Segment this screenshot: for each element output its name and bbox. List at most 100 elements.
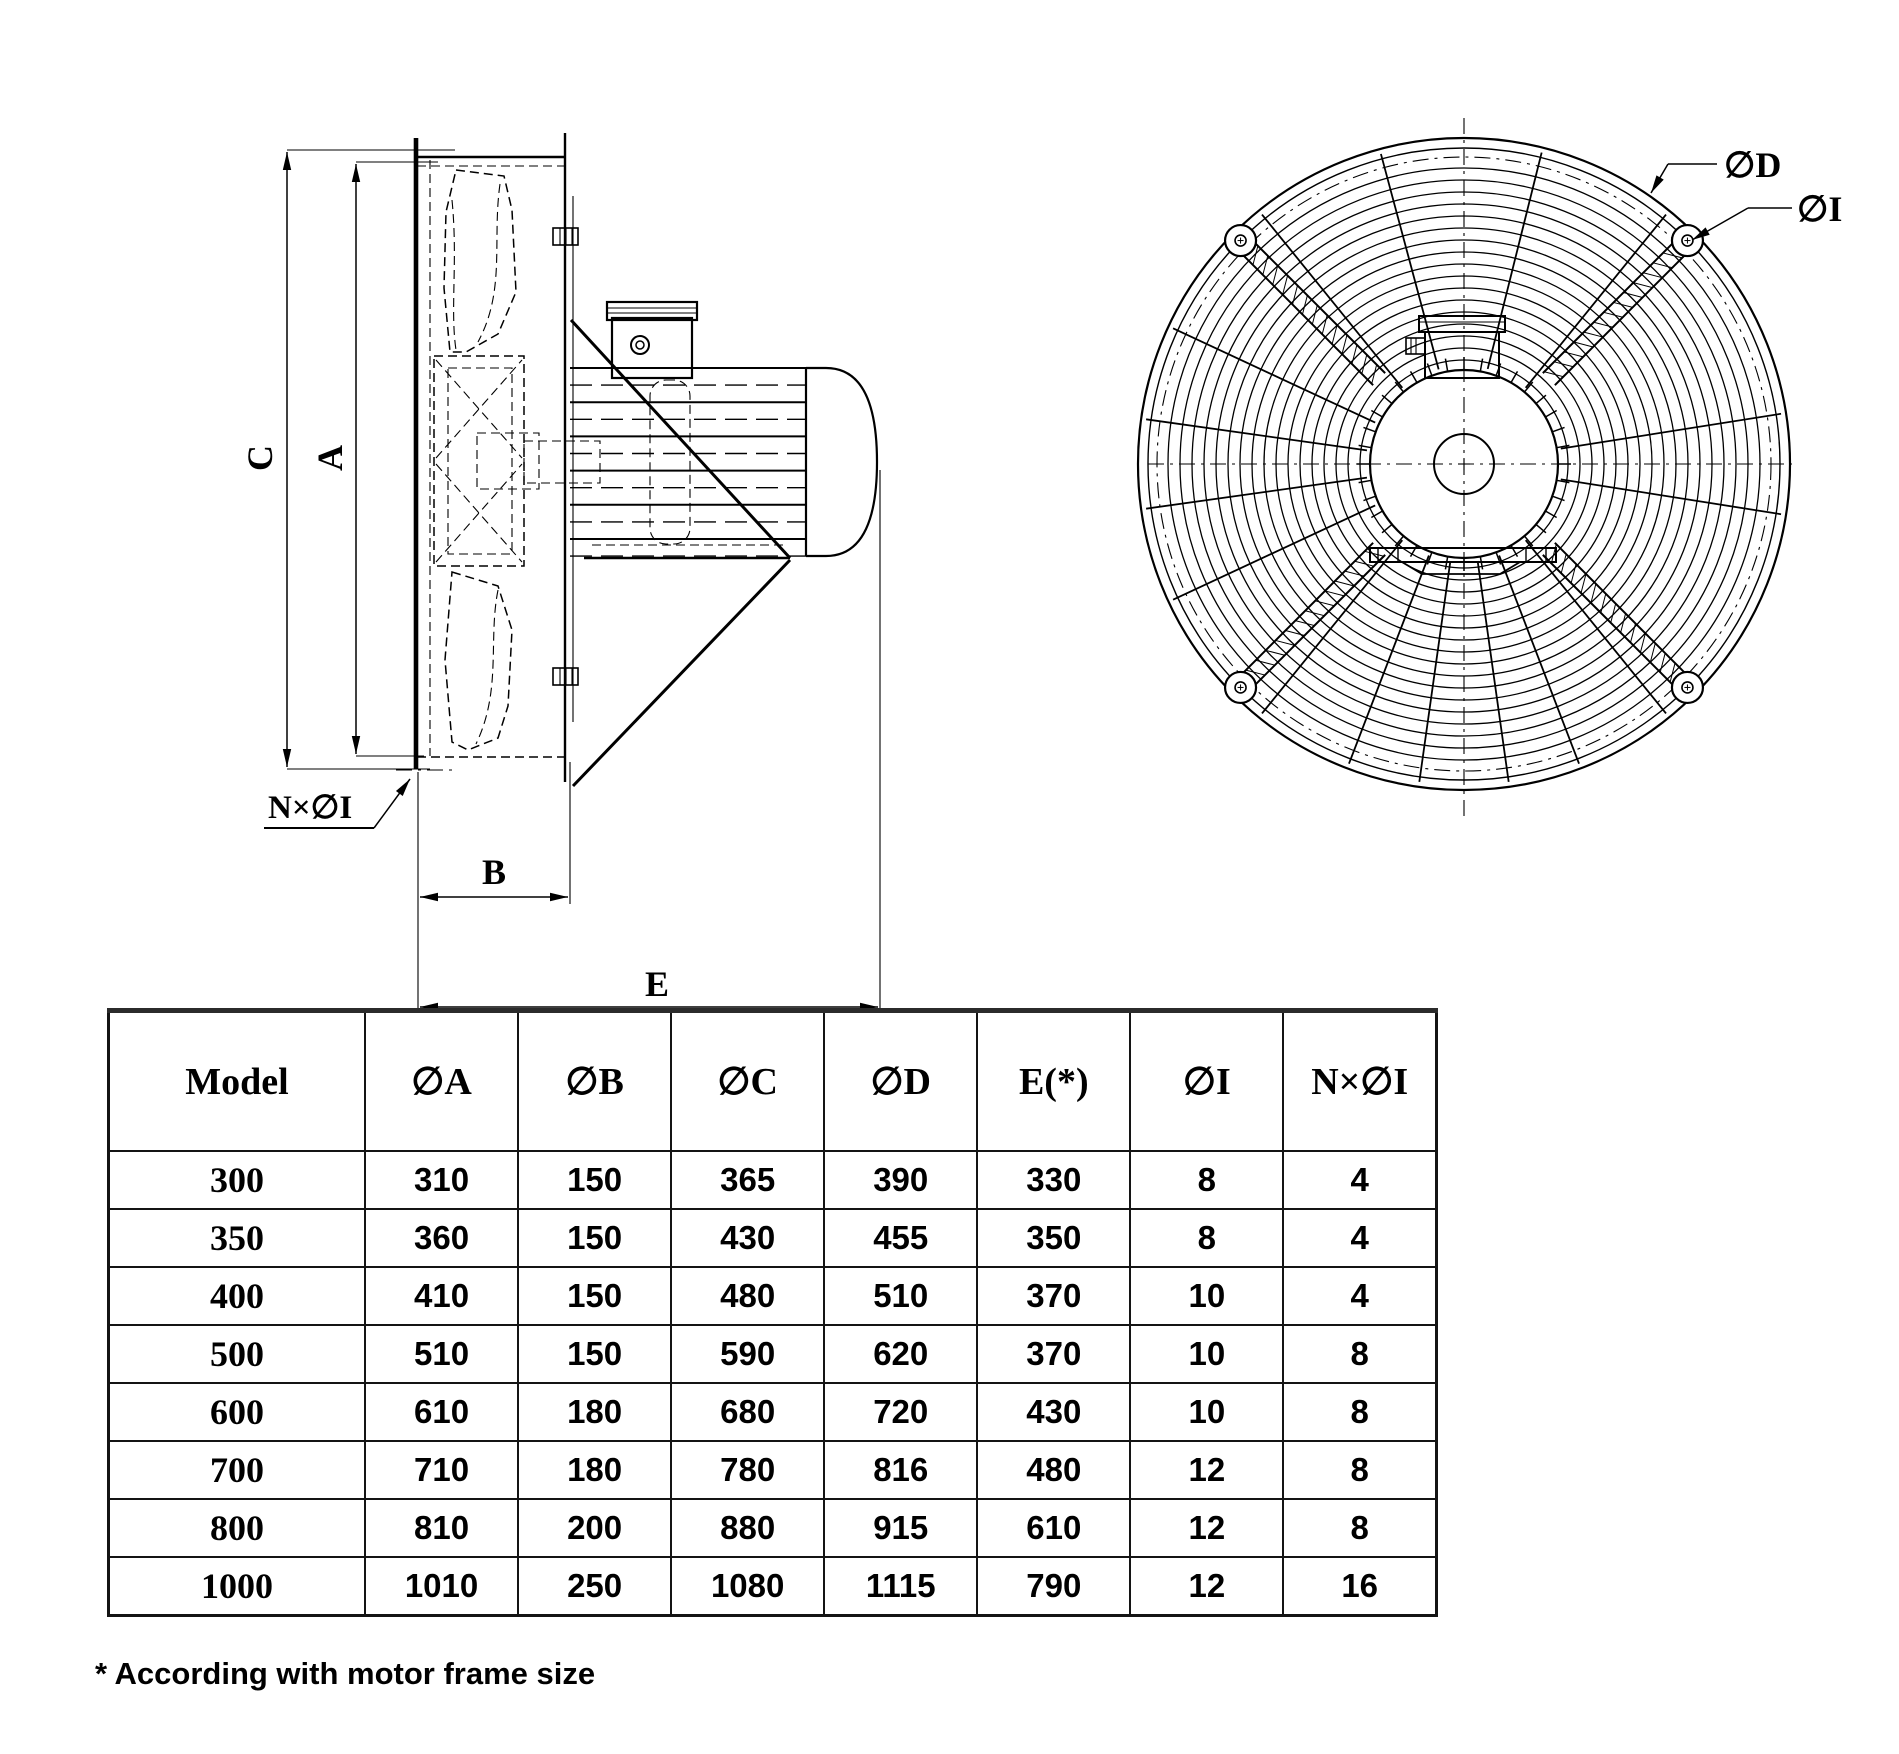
fan-front-view: ∅D ∅I [1136, 118, 1842, 822]
value-cell: 150 [517, 1208, 673, 1268]
value-cell: 430 [976, 1382, 1132, 1442]
guard-spokes [1145, 152, 1782, 783]
dim-a-label: A [310, 445, 350, 471]
motor-bracket-front [1369, 547, 1557, 575]
motor-fins [570, 367, 806, 557]
hole-diameter-callout: ∅I [1691, 189, 1842, 241]
value-cell: 200 [517, 1498, 673, 1558]
value-cell: 8 [1129, 1208, 1285, 1268]
hole-diameter-label: ∅I [1797, 189, 1842, 229]
fan-side-view: C A [240, 133, 881, 1013]
motor [570, 300, 879, 558]
model-cell: 800 [107, 1498, 366, 1558]
dim-b-label: B [482, 852, 506, 892]
mounting-straps [1223, 223, 1705, 705]
model-cell: 1000 [107, 1556, 366, 1617]
guard-plate [552, 133, 579, 782]
value-cell: 330 [976, 1150, 1132, 1210]
value-cell: 10 [1129, 1324, 1285, 1384]
value-cell: 410 [363, 1266, 520, 1326]
terminal-box [605, 300, 699, 380]
value-cell: 1010 [363, 1556, 520, 1617]
dimension-b: B [417, 762, 571, 1013]
dimension-c: C [240, 149, 455, 770]
center-lines [1148, 118, 1792, 822]
column-header-5: E(*) [976, 1009, 1132, 1152]
value-cell: 8 [1282, 1440, 1438, 1500]
support-bracket [569, 318, 792, 788]
value-cell: 12 [1129, 1498, 1285, 1558]
value-cell: 710 [363, 1440, 520, 1500]
value-cell: 720 [823, 1382, 979, 1442]
technical-drawing: C A [240, 118, 1842, 1013]
value-cell: 10 [1129, 1266, 1285, 1326]
impeller-hidden-lines [433, 169, 601, 751]
value-cell: 455 [823, 1208, 979, 1268]
value-cell: 12 [1129, 1440, 1285, 1500]
value-cell: 4 [1282, 1266, 1438, 1326]
value-cell: 150 [517, 1266, 673, 1326]
value-cell: 8 [1282, 1324, 1438, 1384]
value-cell: 390 [823, 1150, 979, 1210]
model-cell: 600 [107, 1382, 366, 1442]
value-cell: 620 [823, 1324, 979, 1384]
bolt-bottom [552, 667, 579, 686]
value-cell: 1080 [670, 1556, 826, 1617]
column-header-1: ∅A [363, 1009, 520, 1152]
model-cell: 350 [107, 1208, 366, 1268]
value-cell: 510 [363, 1324, 520, 1384]
value-cell: 510 [823, 1266, 979, 1326]
value-cell: 480 [976, 1440, 1132, 1500]
value-cell: 360 [363, 1208, 520, 1268]
footnote: * According with motor frame size [95, 1656, 596, 1691]
dimension-e: E [420, 470, 881, 1013]
value-cell: 610 [363, 1382, 520, 1442]
value-cell: 150 [517, 1324, 673, 1384]
model-cell: 400 [107, 1266, 366, 1326]
column-header-2: ∅B [517, 1009, 673, 1152]
value-cell: 8 [1129, 1150, 1285, 1210]
value-cell: 10 [1129, 1382, 1285, 1442]
value-cell: 790 [976, 1556, 1132, 1617]
column-header-0: Model [107, 1009, 366, 1152]
mounting-plate [396, 138, 452, 771]
value-cell: 915 [823, 1498, 979, 1558]
model-cell: 500 [107, 1324, 366, 1384]
value-cell: 880 [670, 1498, 826, 1558]
value-cell: 4 [1282, 1150, 1438, 1210]
value-cell: 370 [976, 1324, 1132, 1384]
outer-diameter-callout: ∅D [1650, 145, 1781, 194]
dim-e-label: E [645, 964, 669, 1004]
dim-c-label: C [240, 445, 280, 471]
value-cell: 780 [670, 1440, 826, 1500]
value-cell: 680 [670, 1382, 826, 1442]
value-cell: 150 [517, 1150, 673, 1210]
value-cell: 810 [363, 1498, 520, 1558]
column-header-7: N×∅I [1282, 1009, 1438, 1152]
value-cell: 816 [823, 1440, 979, 1500]
value-cell: 430 [670, 1208, 826, 1268]
outer-diameter-label: ∅D [1724, 145, 1781, 185]
column-header-3: ∅C [670, 1009, 826, 1152]
value-cell: 12 [1129, 1556, 1285, 1617]
bolt-top [552, 227, 579, 246]
value-cell: 1115 [823, 1556, 979, 1617]
value-cell: 590 [670, 1324, 826, 1384]
value-cell: 610 [976, 1498, 1132, 1558]
value-cell: 16 [1282, 1556, 1438, 1617]
value-cell: 180 [517, 1440, 673, 1500]
mounting-holes-label: N×∅I [268, 790, 352, 826]
mounting-holes-callout: N×∅I [264, 778, 411, 829]
value-cell: 370 [976, 1266, 1132, 1326]
value-cell: 4 [1282, 1208, 1438, 1268]
dimension-a: A [310, 161, 438, 757]
value-cell: 250 [517, 1556, 673, 1617]
value-cell: 365 [670, 1150, 826, 1210]
